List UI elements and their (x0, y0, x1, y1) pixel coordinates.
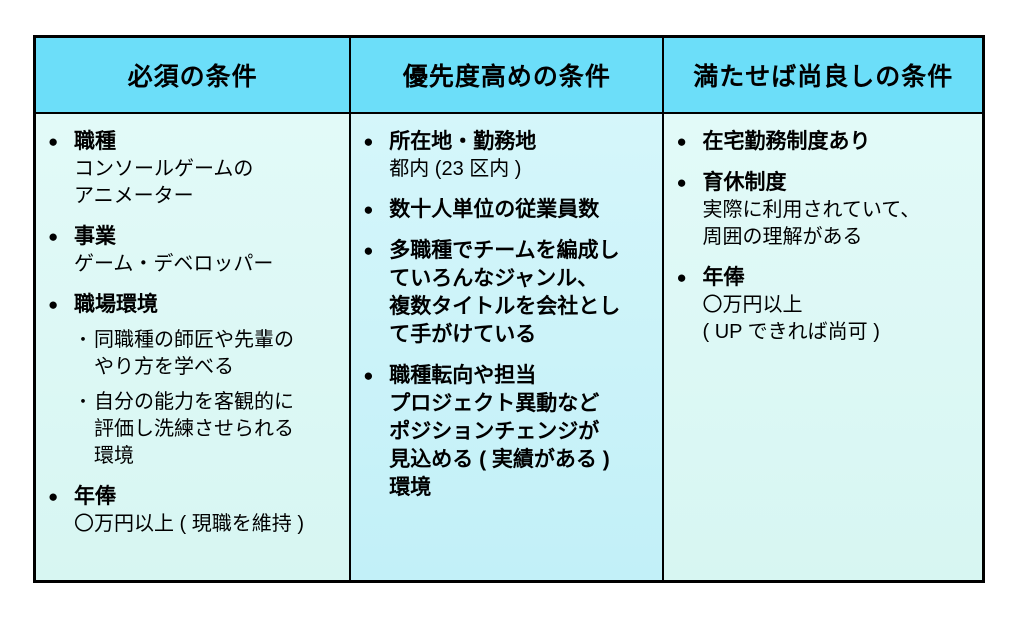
dot-bullet-icon: ・ (74, 330, 92, 350)
item-detail-line: 〇万円以上 (702, 294, 803, 316)
item-title-line: 年俸 (74, 485, 116, 508)
item-text: 事業ゲーム・デベロッパー (74, 223, 341, 278)
list-item: ● 職種コンソールゲームのアニメーター (48, 128, 341, 210)
column-body-nice-to-have: ● 在宅勤務制度あり ● 育休制度実際に利用されていて、周囲の理解がある ● 年俸〇万円以… (664, 114, 982, 580)
conditions-table: 必須の条件 ● 職種コンソールゲームのアニメーター ● 事業ゲーム・デベロッパー ● 職場環… (33, 35, 985, 583)
item-text: 在宅勤務制度あり (702, 128, 974, 156)
item-detail-line: アニメーター (74, 185, 194, 207)
column-high-priority: 優先度高めの条件 ● 所在地・勤務地都内 (23 区内 ) ● 数十人単位の従業員数 ● 多… (349, 38, 663, 580)
list-item: ● 事業ゲーム・デベロッパー (48, 223, 341, 278)
item-text: 多職種でチームを編成していろんなジャンル、複数タイトルを会社として手がけている (389, 237, 654, 349)
bullet-icon: ● (48, 295, 59, 314)
item-title-line: ていろんなジャンル、 (389, 267, 599, 290)
bullet-icon: ● (676, 268, 687, 287)
list-item: ● 所在地・勤務地都内 (23 区内 ) (363, 128, 654, 183)
column-header-required: 必須の条件 (36, 38, 350, 114)
item-text: 所在地・勤務地都内 (23 区内 ) (389, 128, 654, 183)
item-text: 職場環境・同職種の師匠や先輩のやり方を学べる・自分の能力を客観的に評価し洗練させ… (74, 291, 341, 470)
sub-item-line: 同職種の師匠や先輩の (94, 329, 294, 351)
column-required: 必須の条件 ● 職種コンソールゲームのアニメーター ● 事業ゲーム・デベロッパー ● 職場環… (36, 38, 350, 580)
list-item: ● 多職種でチームを編成していろんなジャンル、複数タイトルを会社として手がけている (363, 237, 654, 349)
item-detail-line: 〇万円以上 ( 現職を維持 ) (74, 513, 304, 535)
sub-item-line: 評価し洗練させられる (94, 418, 294, 440)
item-title-line: 年俸 (702, 266, 745, 289)
bullet-icon: ● (363, 200, 374, 219)
item-title-line: 複数タイトルを会社とし (389, 295, 621, 318)
bullet-icon: ● (676, 173, 687, 192)
item-text: 職種コンソールゲームのアニメーター (74, 128, 341, 210)
item-text: 育休制度実際に利用されていて、周囲の理解がある (702, 169, 974, 251)
item-title-line: 数十人単位の従業員数 (389, 198, 600, 221)
column-body-high-priority: ● 所在地・勤務地都内 (23 区内 ) ● 数十人単位の従業員数 ● 多職種でチームを編… (351, 114, 663, 580)
dot-bullet-icon: ・ (74, 392, 92, 412)
list-item: ● 数十人単位の従業員数 (363, 196, 654, 224)
item-text: 年俸〇万円以上 ( UP できれば尚可 ) (702, 264, 974, 346)
sub-list-item: ・同職種の師匠や先輩のやり方を学べる (74, 327, 341, 381)
sub-item-text: 同職種の師匠や先輩のやり方を学べる (94, 327, 294, 381)
item-text: 数十人単位の従業員数 (389, 196, 654, 224)
column-header-nice-to-have: 満たせば尚良しの条件 (664, 38, 982, 114)
item-detail-line: 実際に利用されていて、 (702, 199, 921, 221)
item-title-line: 育休制度 (702, 171, 787, 194)
bullet-icon: ● (363, 366, 374, 385)
sub-item-line: 自分の能力を客観的に (94, 391, 294, 413)
list-item: ● 職種転向や担当プロジェクト異動などポジションチェンジが見込める ( 実績がある… (363, 362, 654, 502)
column-body-required: ●職種コンソールゲームのアニメーター●事業ゲーム・デベロッパー●職場環境・同職種… (36, 114, 350, 580)
list-item: ● 育休制度実際に利用されていて、周囲の理解がある (676, 169, 974, 251)
bullet-icon: ● (48, 227, 59, 246)
item-detail-line: コンソールゲームの (74, 158, 254, 180)
item-title-line: 職種 (74, 130, 116, 153)
sub-item-line: 環境 (94, 445, 134, 467)
list-item: ●職場環境・同職種の師匠や先輩のやり方を学べる・自分の能力を客観的に評価し洗練さ… (48, 291, 341, 470)
column-header-high-priority: 優先度高めの条件 (351, 38, 663, 114)
bullet-icon: ● (48, 132, 59, 151)
item-detail-line: 周囲の理解がある (702, 226, 863, 248)
list-item: ● 年俸〇万円以上 ( UP できれば尚可 ) (676, 264, 974, 346)
item-title-line: プロジェクト異動など (389, 392, 600, 415)
item-title-line: て手がけている (389, 323, 537, 346)
bullet-icon: ● (363, 132, 374, 151)
list-item: ● 年俸〇万円以上 ( 現職を維持 ) (48, 483, 341, 538)
item-title-line: 多職種でチームを編成し (389, 239, 620, 262)
item-title-line: 事業 (74, 225, 116, 248)
item-detail-line: ( UP できれば尚可 ) (702, 321, 880, 343)
list-item: ● 在宅勤務制度あり (676, 128, 974, 156)
sub-list-item: ・自分の能力を客観的に評価し洗練させられる環境 (74, 389, 341, 470)
item-title-line: 所在地・勤務地 (389, 130, 537, 153)
item-text: 職種転向や担当プロジェクト異動などポジションチェンジが見込める ( 実績がある … (389, 362, 654, 502)
column-nice-to-have: 満たせば尚良しの条件 ● 在宅勤務制度あり ● 育休制度実際に利用されていて、周囲の理解… (662, 38, 982, 580)
item-title-line: 環境 (389, 476, 432, 499)
item-text: 年俸〇万円以上 ( 現職を維持 ) (74, 483, 341, 538)
item-title-line: 見込める ( 実績がある ) (389, 448, 610, 471)
item-title-line: 職種転向や担当 (389, 364, 537, 387)
item-title-line: 職場環境 (74, 293, 158, 316)
item-detail-line: 都内 (23 区内 ) (389, 158, 522, 180)
item-detail-line: ゲーム・デベロッパー (74, 253, 274, 275)
sub-item-line: やり方を学べる (94, 356, 234, 378)
bullet-icon: ● (363, 241, 374, 260)
item-title-line: ポジションチェンジが (389, 420, 600, 443)
sub-item-text: 自分の能力を客観的に評価し洗練させられる環境 (94, 389, 294, 470)
item-title-line: 在宅勤務制度あり (702, 130, 871, 153)
bullet-icon: ● (48, 487, 59, 506)
bullet-icon: ● (676, 132, 687, 151)
